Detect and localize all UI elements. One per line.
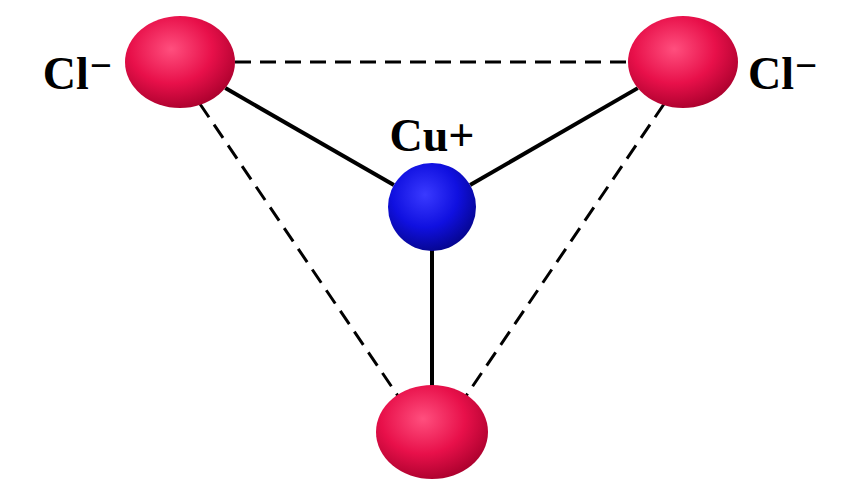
chloride-sphere [376,385,488,479]
ion-label: Cl⁻ [748,51,818,97]
ion-label: Cl⁻ [43,51,113,97]
dashed-line [200,104,398,396]
chloride-sphere: Cl⁻ [628,16,738,108]
bond-line [470,88,638,185]
dashed-line [235,61,628,64]
sphere-fill [125,16,235,108]
copper-sphere: Cu+ [388,163,476,251]
sphere-shape [125,16,235,108]
sphere-fill [628,16,738,108]
sphere-shape [628,16,738,108]
ion-label: Cu+ [389,113,474,159]
sphere-fill [388,163,476,251]
chloride-sphere: Cl⁻ [125,16,235,108]
dashed-line [466,104,664,396]
bond-line [225,88,394,185]
bond-line [430,250,434,386]
sphere-shape [388,163,476,251]
